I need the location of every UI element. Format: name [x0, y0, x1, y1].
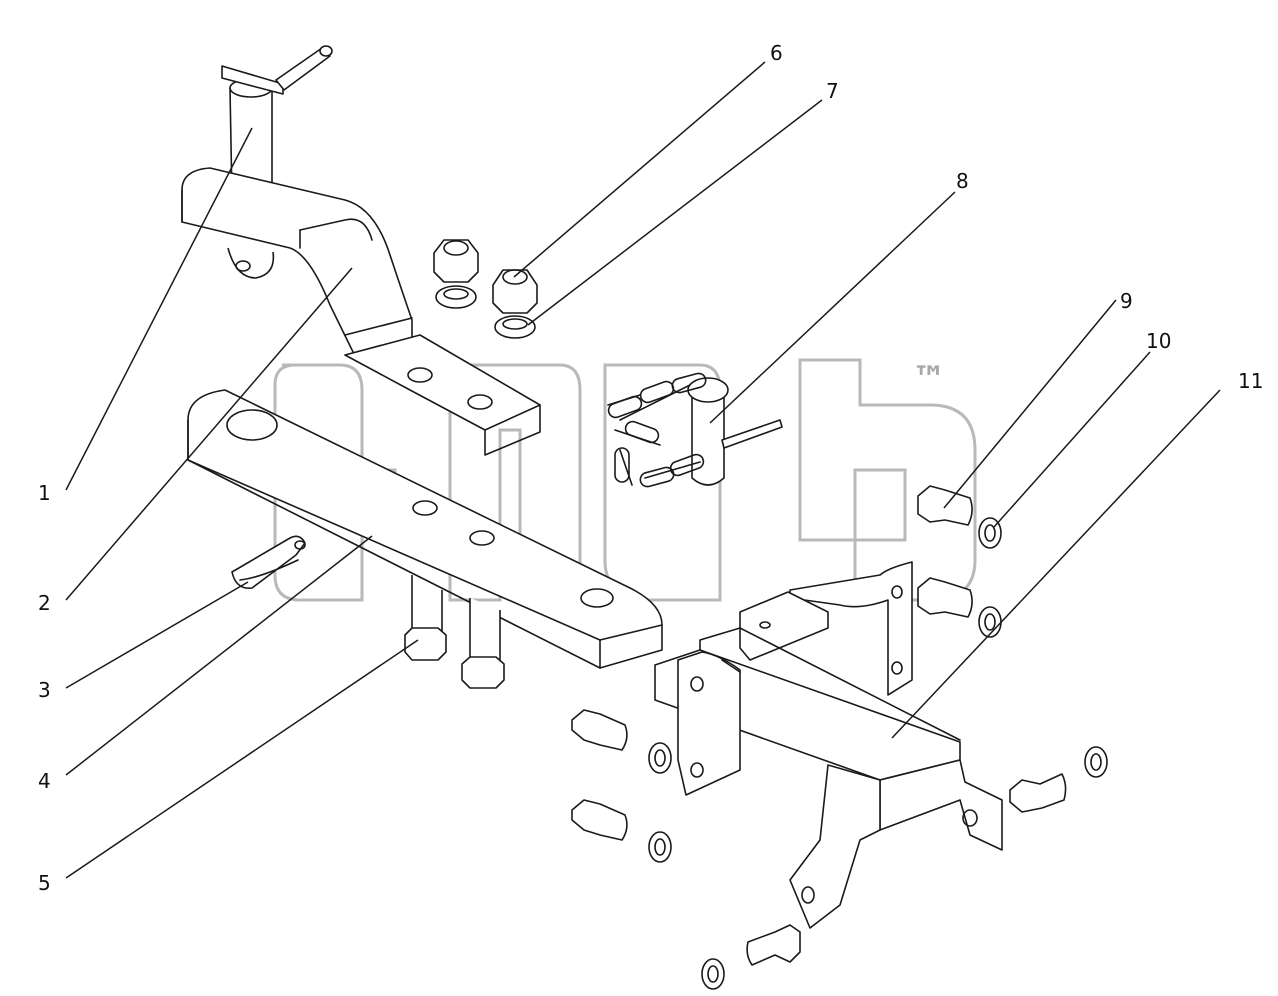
- callout-8: 8: [956, 169, 969, 193]
- callout-7: 7: [826, 79, 839, 103]
- part-9-bolts: [571, 485, 1067, 966]
- callout-6: 6: [770, 41, 783, 65]
- part-3-spring-clip: [231, 535, 306, 589]
- callout-11: 11: [1238, 369, 1263, 393]
- callout-2: 2: [38, 591, 51, 615]
- part-5-bolts-nuts: [404, 575, 505, 689]
- callout-5: 5: [38, 871, 51, 895]
- leader-lines: [65, 61, 1221, 879]
- callout-3: 3: [38, 678, 51, 702]
- trademark-symbol: ™: [912, 359, 946, 399]
- callout-10: 10: [1146, 329, 1171, 353]
- part-10-washers: [648, 517, 1108, 990]
- callout-labels: 1 2 3 4 5 6 7 8 9 10 11: [38, 41, 1263, 895]
- callout-4: 4: [38, 769, 51, 793]
- part-7-washers: [435, 285, 536, 339]
- callout-9: 9: [1120, 289, 1133, 313]
- callout-1: 1: [38, 481, 51, 505]
- part-4-drawbar-plate: [187, 389, 663, 669]
- part-6-nuts: [433, 239, 538, 314]
- part-2-drawbar-bracket: [181, 167, 541, 456]
- part-11-mounting-frame: [654, 561, 1003, 929]
- part-8-chain-pin: [607, 372, 783, 488]
